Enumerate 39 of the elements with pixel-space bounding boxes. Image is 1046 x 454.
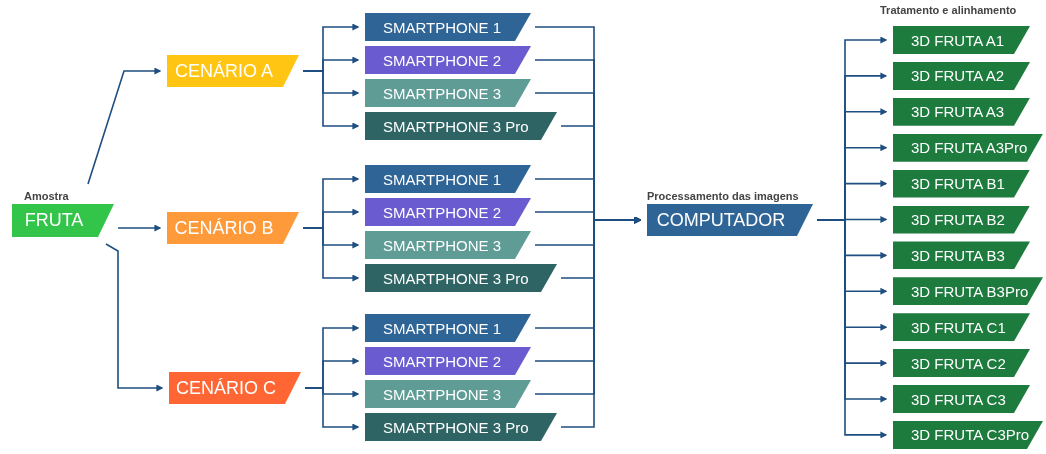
arrow [302, 227, 360, 282]
process-box: 3D FRUTA C1 [893, 313, 1030, 342]
process-box: 3D FRUTA A1 [893, 26, 1030, 54]
process-box: 3D FRUTA A3 [893, 97, 1030, 126]
node-heading: Processamento das imagens [647, 189, 799, 204]
process-box: CENÁRIO C [169, 372, 301, 404]
process-box: SMARTPHONE 3 [365, 231, 531, 259]
process-box: CENÁRIO A [167, 55, 299, 87]
process-box: 3D FRUTA B3Pro [893, 277, 1043, 306]
node-heading: Amostra [24, 189, 69, 204]
process-box: 3D FRUTA A2 [893, 61, 1030, 90]
process-box: SMARTPHONE 3 Pro [365, 112, 557, 140]
process-box: 3D FRUTA C3Pro [893, 420, 1043, 449]
process-box: SMARTPHONE 2 [365, 46, 531, 74]
process-box: SMARTPHONE 3 [365, 380, 531, 408]
arrow [560, 216, 642, 428]
process-box: FRUTA [12, 204, 114, 237]
process-box: 3D FRUTA B1 [893, 169, 1030, 198]
process-box: SMARTPHONE 2 [365, 347, 531, 375]
process-box: CENÁRIO B [167, 212, 299, 244]
process-box: 3D FRUTA C2 [893, 349, 1030, 378]
process-box: SMARTPHONE 1 [365, 165, 531, 193]
process-box: SMARTPHONE 2 [365, 198, 531, 226]
arrow [304, 387, 360, 431]
arrow [87, 67, 162, 185]
process-box: 3D FRUTA B3 [893, 241, 1030, 270]
process-box: SMARTPHONE 1 [365, 13, 531, 41]
column-heading: Tratamento e alinhamento [880, 4, 1017, 16]
arrow [117, 224, 162, 232]
process-box: SMARTPHONE 3 [365, 79, 531, 107]
arrow [105, 243, 164, 392]
process-box: 3D FRUTA B2 [893, 205, 1030, 234]
arrow [816, 219, 888, 439]
process-box: COMPUTADOR [647, 204, 813, 236]
process-box: SMARTPHONE 3 Pro [365, 413, 557, 441]
process-box: SMARTPHONE 3 Pro [365, 264, 557, 292]
process-box: SMARTPHONE 1 [365, 314, 531, 342]
process-box: 3D FRUTA A3Pro [893, 133, 1043, 162]
process-box: 3D FRUTA C3 [893, 385, 1030, 413]
